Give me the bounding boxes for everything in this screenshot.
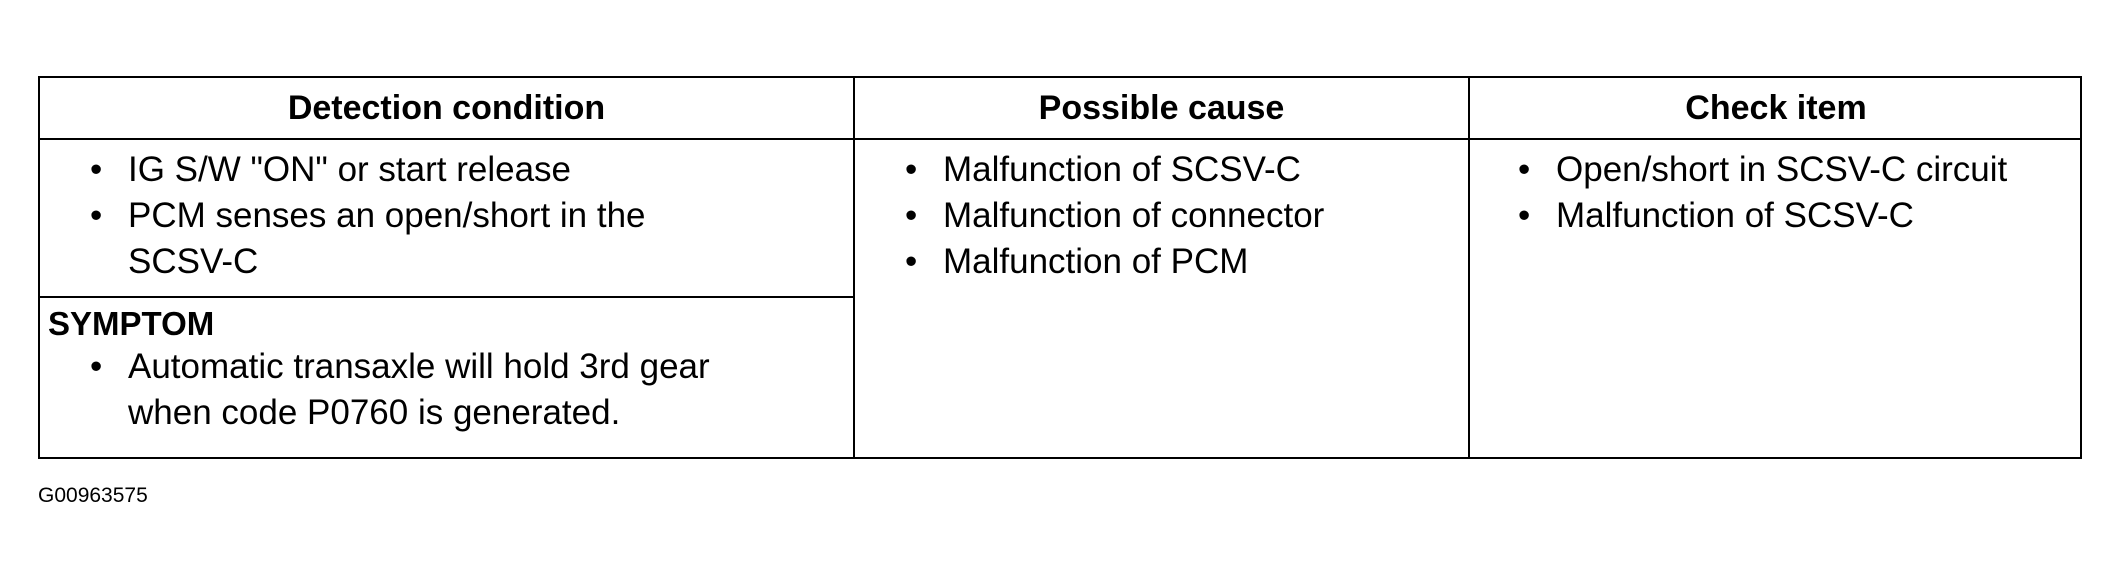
detection-condition-list: IG S/W "ON" or start release PCM senses … (80, 147, 720, 285)
figure-id: G00963575 (38, 484, 148, 507)
header-possible-cause: Possible cause (1038, 88, 1285, 127)
symptom-divider (40, 296, 854, 298)
list-item: Malfunction of SCSV-C (1508, 193, 2082, 239)
list-item: Open/short in SCSV-C circuit (1508, 147, 2082, 193)
symptom-heading: SYMPTOM (48, 305, 215, 342)
symptom-list: Automatic transaxle will hold 3rd gear w… (80, 344, 800, 436)
list-item: IG S/W "ON" or start release (80, 147, 720, 193)
list-item: Malfunction of PCM (895, 239, 1455, 285)
possible-cause-cell: Malfunction of SCSV-C Malfunction of con… (895, 147, 1455, 285)
list-item: Malfunction of connector (895, 193, 1455, 239)
column-divider (853, 78, 855, 457)
list-item: PCM senses an open/short in the SCSV-C (80, 193, 720, 285)
possible-cause-list: Malfunction of SCSV-C Malfunction of con… (895, 147, 1455, 285)
list-item: Automatic transaxle will hold 3rd gear w… (80, 344, 800, 436)
header-divider (40, 138, 2080, 140)
check-item-list: Open/short in SCSV-C circuit Malfunction… (1508, 147, 2082, 239)
diagnostic-table: Detection condition Possible cause Check… (38, 76, 2082, 459)
check-item-cell: Open/short in SCSV-C circuit Malfunction… (1508, 147, 2082, 239)
column-divider (1468, 78, 1470, 457)
symptom-cell: SYMPTOM Automatic transaxle will hold 3r… (48, 304, 838, 436)
header-check-item: Check item (1685, 88, 1867, 127)
list-item: Malfunction of SCSV-C (895, 147, 1455, 193)
header-detection-condition: Detection condition (287, 88, 606, 127)
detection-condition-cell: IG S/W "ON" or start release PCM senses … (80, 147, 720, 285)
